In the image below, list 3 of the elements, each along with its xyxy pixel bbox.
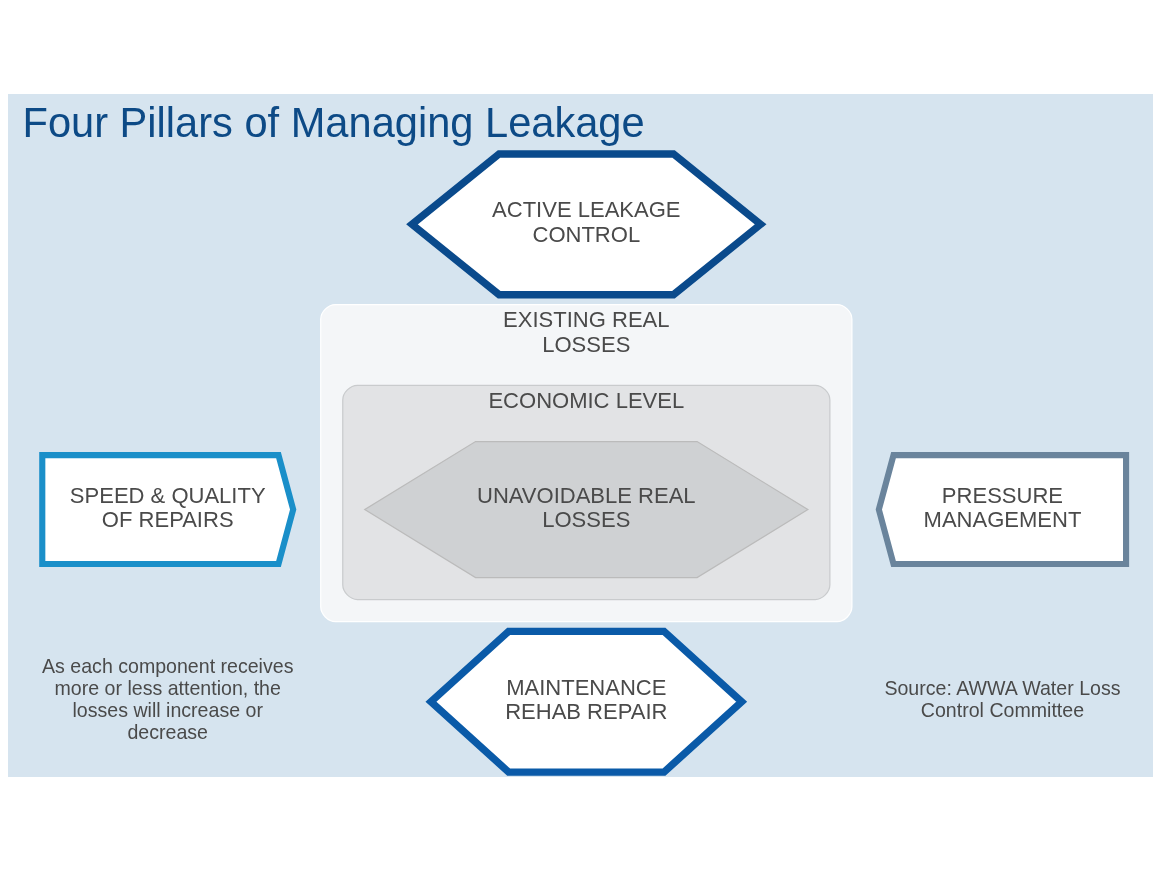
label: As each component receives more or less attention, the losses will increase or decrease [42, 655, 294, 744]
diagram-title: Four Pillars of Managing Leakage [22, 99, 645, 147]
label: Source: AWWA Water Loss Control Committee [884, 677, 1121, 722]
